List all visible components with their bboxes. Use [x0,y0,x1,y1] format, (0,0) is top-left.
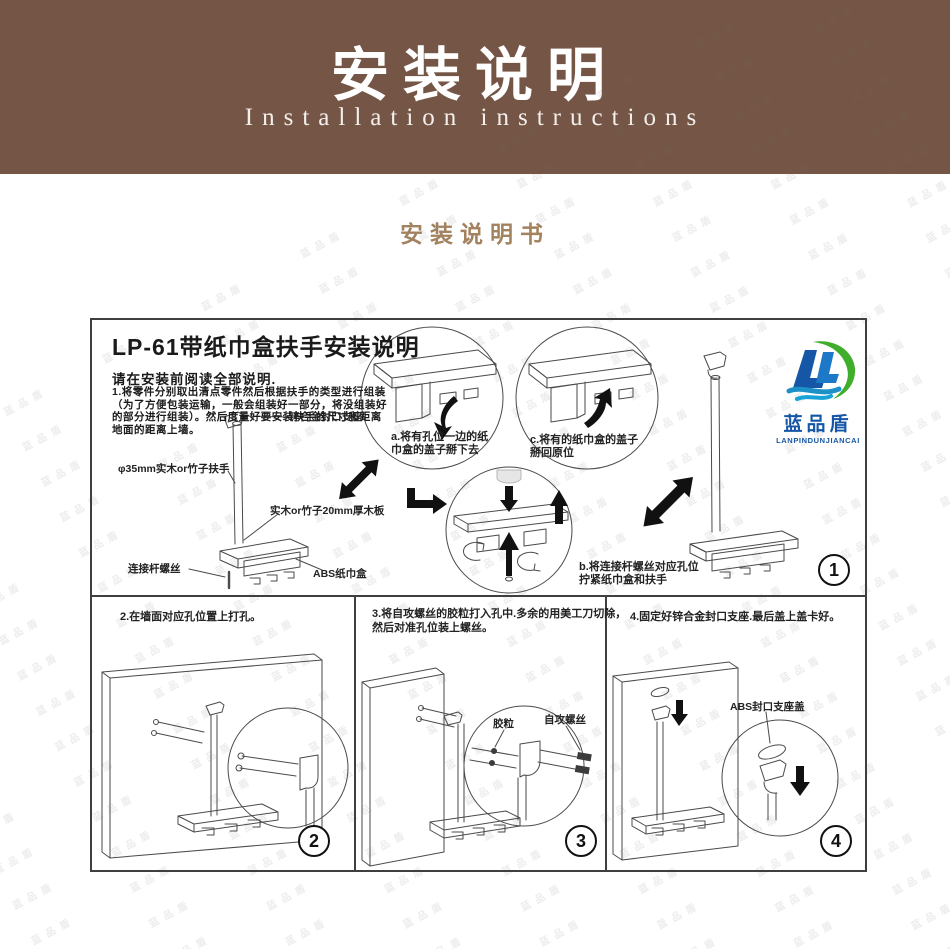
step1-line: 的部分进行组装）。然后度量好要安装扶手的尺寸和距离 [112,411,382,423]
label-tapping-screw: 自攻螺丝 [544,714,586,726]
callout-a-line: 巾盒的盖子掰下去 [391,444,479,456]
exploded-handrail-drawing [188,411,323,590]
double-arrow-icon [643,476,693,527]
page-title: 安装说明 [330,43,619,108]
detail-circle-a [360,326,504,470]
step3-line: 3.将自攻螺丝的胶粒打入孔中.多余的用美工刀切除， [372,608,627,620]
arrow-down-icon [790,766,810,796]
page-title-english: Installation instructions [244,104,706,131]
brand-name: 蓝品盾 [783,414,853,435]
label-plug: 胶粒 [493,718,514,730]
label-rod-screw: 连接杆螺丝 [128,563,181,575]
panel-divider [354,597,356,870]
label-abs-box: ABS纸巾盒 [313,568,367,580]
brand-logo: 蓝品盾 LANPINDUNJIANCAI [770,338,866,445]
label-abs-cover: ABS封口支座盖 [730,701,805,713]
section-divider-horizontal [92,595,865,597]
step4-drawing [612,661,839,861]
step2-drawing [101,653,349,859]
step4-caption: 4.固定好锌合金封口支座.最后盖上盖卡好。 [630,611,841,623]
curved-arrow-up-icon [584,388,612,428]
read-notice: 请在安装前阅读全部说明. [112,372,277,387]
step3-caption: 3.将自攻螺丝的胶粒打入孔中.多余的用美工刀切除， 然后对准孔位装上螺丝。 [372,608,626,635]
step1-line: （为了方便包装运输，一般会组装好一部分，将没组装好 [112,398,387,411]
double-arrow-icon [339,459,379,500]
label-handrail: φ35mm实木or竹子扶手 [118,463,230,475]
detail-circle-c [515,326,659,470]
detail-circle-b [445,466,573,594]
booklet-subtitle: 安装说明书 [400,221,550,247]
brand-logo-mark [786,341,856,401]
assembled-handrail-drawing [689,351,799,579]
step-badge-2: 2 [298,825,330,857]
callout-c-line: c.将有的纸巾盒的盖子 [530,434,639,446]
step1-paragraph: 1.将零件分别取出清点零件然后根据扶手的类型进行组装 （为了方便包装运输，一般会… [112,386,387,436]
callout-a: a.将有孔位一边的纸 巾盒的盖子掰下去 [391,431,488,457]
curved-arrow-down-icon [434,396,458,440]
arrow-down-icon [500,486,518,512]
step2-caption: 2.在墙面对应孔位置上打孔。 [120,611,262,623]
step1-line: 1.将零件分别取出清点零件然后根据扶手的类型进行组装 [112,386,386,398]
callout-b: b.将连接杆螺丝对应孔位 拧紧纸巾盒和扶手 [579,561,699,587]
step-badge-3: 3 [565,825,597,857]
callout-b-line: b.将连接杆螺丝对应孔位 [579,561,699,573]
arrow-up-icon [499,532,519,576]
step3-line: 然后对准孔位装上螺丝。 [372,621,493,634]
instruction-sheet: LP-61带纸巾盒扶手安装说明 请在安装前阅读全部说明. 1.将零件分别取出清点… [90,318,867,872]
step-badge-4: 4 [820,825,852,857]
label-board: 实木or竹子20mm厚木板 [270,505,385,517]
technical-drawing [101,326,839,867]
step1-line: 地面的距离上墙。 [112,423,200,436]
hero-banner: 安装说明 Installation instructions [0,0,950,174]
arrow-down-icon [671,700,688,726]
manual-title: LP-61带纸巾盒扶手安装说明 [112,334,420,360]
brand-name-romanized: LANPINDUNJIANCAI [776,436,860,445]
arrow-up-icon [550,490,568,524]
bent-arrow-right-icon [407,488,447,514]
callout-a-line: a.将有孔位一边的纸 [391,431,489,443]
panel-divider [605,597,607,870]
label-zinc-mount: 锌合金封口支座 [289,411,363,423]
callout-c: c.将有的纸巾盒的盖子 掰回原位 [530,434,638,460]
callout-c-line: 掰回原位 [530,447,574,459]
step-badge-1: 1 [818,554,850,586]
callout-b-line: 拧紧纸巾盒和扶手 [579,574,667,586]
step3-drawing [361,667,592,867]
